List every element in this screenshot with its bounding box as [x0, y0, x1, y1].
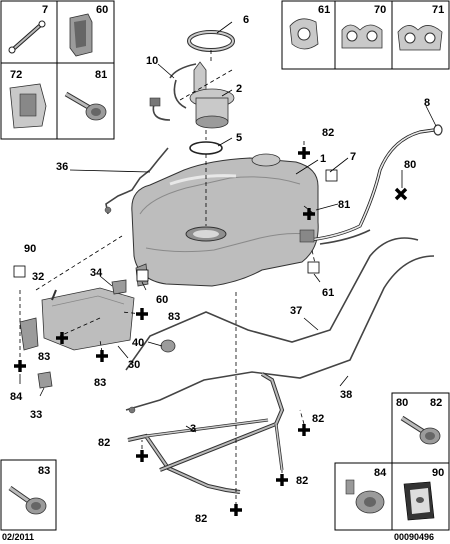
pipe-37	[125, 237, 419, 371]
fuel-pump-sender	[173, 61, 235, 129]
double-clip-icon	[341, 24, 383, 49]
label-37: 37	[290, 305, 302, 317]
label-83-left: 83	[38, 351, 50, 363]
label-84: 84	[10, 391, 23, 403]
footer-date: 02/2011	[2, 532, 34, 542]
label-80: 80	[404, 159, 416, 171]
detail-box-label: 70	[374, 4, 386, 16]
clip-nut-icon	[403, 481, 435, 521]
square-markers	[13, 169, 338, 282]
detail-box-label: 72	[10, 69, 22, 81]
heat-shield	[41, 287, 135, 351]
cross-marker	[298, 424, 310, 436]
nut-icon	[345, 479, 385, 514]
detail-box-label: 82	[430, 397, 442, 409]
label-33: 33	[30, 409, 42, 421]
fixing-markers	[14, 147, 408, 516]
detail-box-label: 61	[318, 4, 330, 16]
label-40: 40	[132, 337, 144, 349]
detail-box-label: 81	[95, 69, 107, 81]
label-2: 2	[236, 83, 242, 95]
label-82-bottom-right: 82	[296, 475, 308, 487]
cable-clip-icon	[9, 83, 47, 129]
label-34: 34	[90, 267, 103, 279]
cross-marker	[136, 308, 148, 320]
label-60: 60	[156, 294, 168, 306]
part-labels: 6 10 2 5 82 1 7 8 80 81 36 90 32 34 60 6…	[10, 14, 430, 525]
detail-box-81: 81	[56, 62, 115, 140]
label-82-top: 82	[322, 127, 334, 139]
label-30: 30	[128, 359, 140, 371]
cross-marker	[14, 360, 26, 372]
filler-pipe	[299, 124, 443, 245]
bolt-icon	[8, 485, 47, 515]
pump-seal	[189, 141, 223, 155]
guide-lines	[19, 50, 317, 510]
label-36: 36	[56, 161, 68, 173]
label-7: 7	[350, 151, 356, 163]
bolt-icon	[64, 91, 107, 121]
label-5: 5	[236, 132, 242, 144]
cross-marker	[56, 332, 68, 344]
label-83-bottom: 83	[94, 377, 106, 389]
detail-box-label: 60	[96, 4, 108, 16]
detail-box-label: 84	[374, 467, 387, 479]
double-clip-icon	[397, 25, 443, 51]
clip-40	[160, 339, 176, 353]
locking-ring	[187, 30, 235, 52]
detail-box-71: 71	[391, 0, 450, 70]
bracket-33	[37, 371, 53, 389]
footer-reference: 00090496	[394, 532, 434, 542]
label-90: 90	[24, 243, 36, 255]
detail-box-61: 61	[281, 0, 336, 70]
label-8: 8	[424, 97, 430, 109]
bolt-icon	[400, 415, 441, 445]
detail-box-label: 90	[432, 467, 444, 479]
cross-marker	[303, 208, 315, 220]
cross-marker	[136, 450, 148, 462]
cross-marker	[96, 350, 108, 362]
pipe-38	[125, 255, 435, 414]
fuel-tank	[131, 153, 319, 287]
label-6: 6	[243, 14, 249, 26]
detail-box-60: 60	[56, 0, 115, 64]
label-82-bottom: 82	[195, 513, 207, 525]
wiring-harness	[149, 63, 197, 121]
bracket-32	[19, 317, 39, 351]
detail-box-label: 83	[38, 465, 50, 477]
bracket-clip-icon	[69, 13, 93, 57]
detail-box-72: 72	[0, 62, 58, 140]
label-83-right: 83	[168, 311, 180, 323]
cross-marker	[298, 147, 310, 159]
label-81: 81	[338, 199, 350, 211]
label-32: 32	[32, 271, 44, 283]
detail-box-90: 90	[391, 462, 450, 531]
pipe-clip-icon	[289, 18, 319, 50]
detail-box-label: 71	[432, 4, 444, 16]
detail-box-80-82: 80 82	[391, 392, 450, 464]
label-3: 3	[190, 423, 196, 435]
strap-key-icon	[8, 20, 46, 54]
label-61: 61	[322, 287, 334, 299]
cross-marker	[394, 187, 408, 201]
label-10: 10	[146, 55, 158, 67]
detail-box-70: 70	[334, 0, 393, 70]
label-38: 38	[340, 389, 352, 401]
label-82-right: 82	[312, 413, 324, 425]
detail-box-84: 84	[334, 462, 393, 531]
cross-marker	[276, 474, 288, 486]
detail-box-label: 80	[396, 397, 408, 409]
label-82-left: 82	[98, 437, 110, 449]
leader-lines	[19, 21, 437, 433]
detail-box-7: 7	[0, 0, 58, 64]
tank-strap	[127, 372, 285, 494]
detail-box-label: 7	[42, 4, 48, 16]
label-1: 1	[320, 153, 326, 165]
detail-box-83: 83	[0, 459, 57, 531]
cross-marker	[230, 504, 242, 516]
fuel-feed-line	[104, 147, 169, 215]
clip-34	[111, 279, 127, 295]
